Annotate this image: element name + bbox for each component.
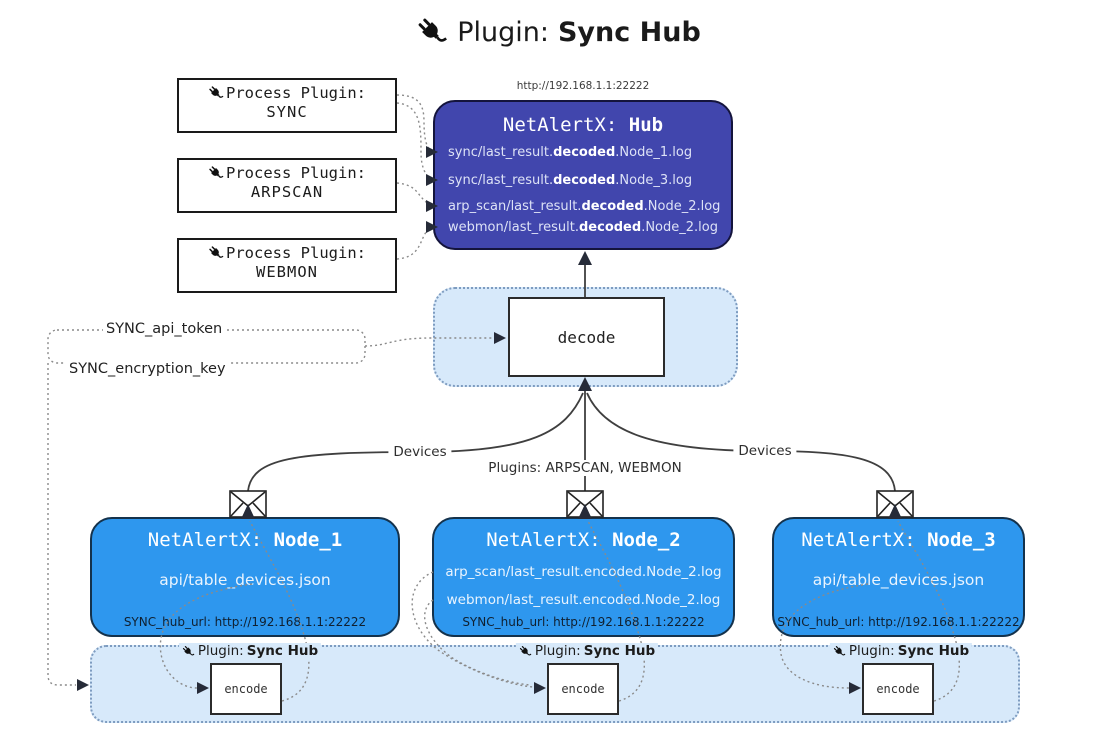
hub-log-line: sync/last_result.decoded.Node_3.log [448, 173, 692, 188]
plug-icon [205, 162, 228, 185]
encode-box-3: encode [862, 663, 934, 715]
page-title-name: Sync Hub [557, 16, 701, 48]
node-title-name: Node_3 [927, 529, 996, 551]
node-title-label: NetAlertX: [486, 529, 601, 551]
log-post: .Node_2.log [643, 199, 721, 214]
log-pre: sync/last_result. [448, 173, 554, 188]
decode-box: decode [508, 297, 665, 377]
process-plugin-sync: Process Plugin: SYNC [177, 78, 397, 133]
plug-icon [205, 242, 228, 265]
encode-box-2: encode [547, 663, 619, 715]
process-plugin-label: Process Plugin: [226, 164, 366, 182]
process-plugin-label: Process Plugin: [226, 244, 366, 262]
hub-log-line: arp_scan/last_result.decoded.Node_2.log [448, 199, 720, 214]
page-title-label: Plugin: [457, 16, 549, 48]
node-title-name: Node_2 [612, 529, 681, 551]
node-title-name: Node_1 [273, 529, 343, 551]
hub-box: NetAlertX: Hub sync/last_result.decoded.… [433, 100, 733, 250]
hub-url-label: http://192.168.1.1:22222 [516, 80, 650, 92]
node-file-line: api/table_devices.json [159, 571, 331, 589]
log-pre: sync/last_result. [448, 145, 554, 160]
process-plugin-name: SYNC [266, 103, 308, 121]
log-post: .Node_2.log [641, 220, 718, 235]
process-plugin-webmon: Process Plugin: WEBMON [177, 238, 397, 293]
node-title-label: NetAlertX: [801, 529, 916, 551]
hub-title-name: Hub [628, 114, 664, 136]
log-post: .Node_3.log [615, 173, 693, 188]
hub-log-line: sync/last_result.decoded.Node_1.log [448, 145, 692, 160]
log-pre: webmon/last_result. [448, 220, 579, 235]
log-pre: arp_scan/last_result. [448, 199, 582, 214]
node-title: NetAlertX: Node_2 [434, 529, 733, 551]
page-title: Plugin: Sync Hub [0, 16, 1117, 48]
node-title: NetAlertX: Node_3 [774, 529, 1023, 551]
hub-log-line: webmon/last_result.decoded.Node_2.log [448, 220, 718, 235]
log-bold: decoded [553, 145, 616, 160]
node-hub-url: SYNC_hub_url: http://192.168.1.1:22222 [123, 615, 367, 629]
node-file-line: api/table_devices.json [812, 571, 985, 589]
hub-title: NetAlertX: Hub [435, 114, 731, 136]
node-1-box: NetAlertX: Node_1 api/table_devices.json… [90, 517, 400, 637]
log-bold: decoded [553, 173, 616, 188]
node-hub-url: SYNC_hub_url: http://192.168.1.1:22222 [462, 615, 705, 629]
node-file-line: arp_scan/last_result.encoded.Node_2.log [445, 564, 722, 580]
hub-title-label: NetAlertX: [502, 114, 618, 136]
node-file-line: webmon/last_result.encoded.Node_2.log [446, 592, 721, 608]
log-bold: decoded [581, 199, 644, 214]
plug-icon [410, 9, 455, 54]
log-post: .Node_1.log [615, 145, 693, 160]
encode-box-1: encode [210, 663, 282, 715]
node-title: NetAlertX: Node_1 [92, 529, 398, 551]
node-hub-url: SYNC_hub_url: http://192.168.1.1:22222 [777, 615, 1020, 629]
process-plugin-name: ARPSCAN [250, 183, 324, 201]
process-plugin-label: Process Plugin: [226, 84, 366, 102]
node-3-box: NetAlertX: Node_3 api/table_devices.json… [772, 517, 1025, 637]
process-plugin-arpscan: Process Plugin: ARPSCAN [177, 158, 397, 213]
node-2-box: NetAlertX: Node_2 arp_scan/last_result.e… [432, 517, 735, 637]
plug-icon [205, 82, 228, 105]
process-plugin-name: WEBMON [256, 263, 318, 281]
log-bold: decoded [578, 220, 642, 235]
node-title-label: NetAlertX: [147, 529, 263, 551]
